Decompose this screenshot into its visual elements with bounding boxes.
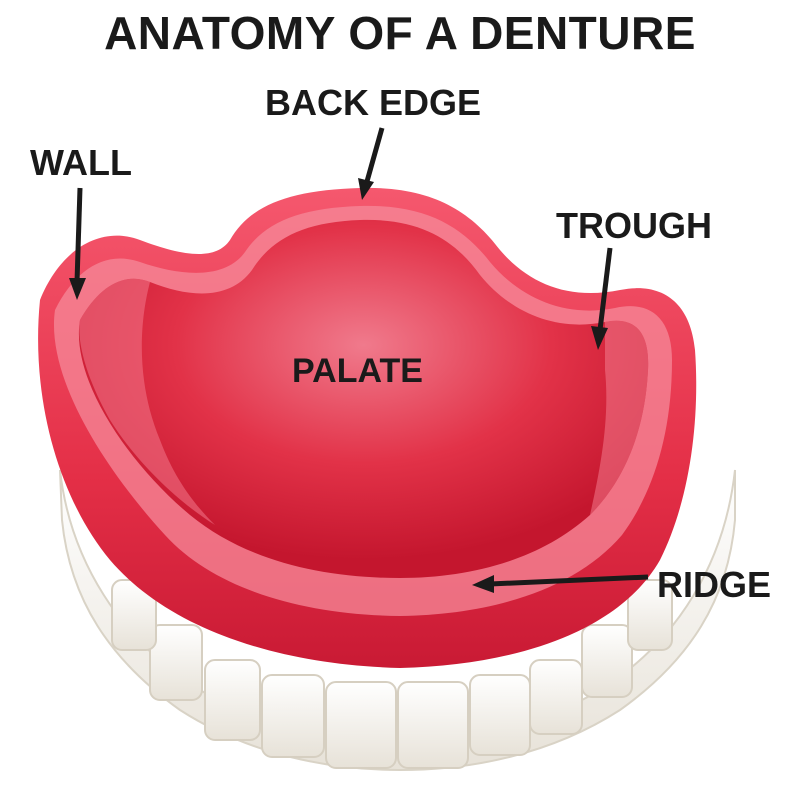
trough-arrowhead — [591, 326, 608, 350]
label-ridge: RIDGE — [657, 564, 772, 605]
label-palate: PALATE — [292, 352, 423, 390]
diagram-title: ANATOMY OF A DENTURE — [104, 7, 696, 59]
back-edge-arrowhead — [358, 178, 374, 200]
back-edge-arrow — [363, 127, 385, 186]
ridge-arrowhead — [472, 575, 494, 593]
label-trough: TROUGH — [556, 205, 712, 246]
trough-surface — [590, 320, 649, 515]
wall-arrow — [74, 187, 83, 283]
wall-surface — [79, 278, 215, 525]
trough-arrow — [597, 247, 613, 331]
ridge-arrow — [489, 574, 649, 587]
label-back-edge: BACK EDGE — [265, 82, 482, 123]
palate-bowl — [78, 219, 649, 578]
wall-arrowhead — [69, 278, 86, 300]
arrows — [69, 127, 649, 593]
label-wall: WALL — [30, 142, 132, 183]
teeth — [59, 469, 736, 772]
